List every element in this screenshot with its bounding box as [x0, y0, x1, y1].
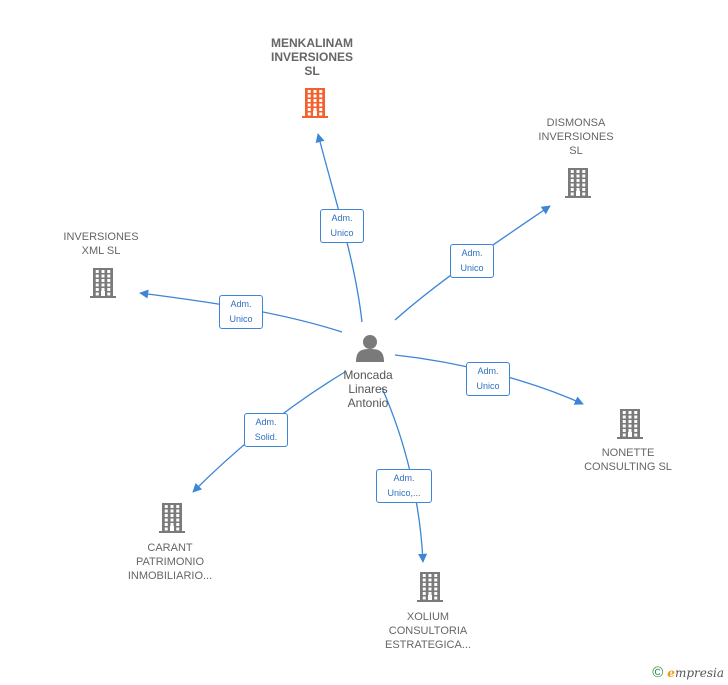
building-icon[interactable]: [565, 168, 591, 198]
edge-label-line: Unico: [476, 381, 500, 391]
edge-label-line: Adm.: [230, 299, 252, 309]
edge-label-line: Unico,...: [387, 488, 421, 498]
building-icon[interactable]: [617, 409, 643, 439]
copyright-icon: ©: [652, 664, 664, 681]
edges-layer: [139, 133, 584, 563]
edge-label-line: Adm.: [393, 473, 415, 483]
company-name-carant[interactable]: CARANT PATRIMONIO INMOBILIARIO...: [128, 541, 212, 583]
brand-logo[interactable]: empresia: [667, 665, 724, 680]
building-icon[interactable]: [90, 268, 116, 298]
company-name-xolium-line: ESTRATEGICA...: [385, 639, 471, 651]
edge-label-menkalinam[interactable]: Adm. Unico: [320, 209, 364, 243]
edge-label-line: Unico: [460, 263, 484, 273]
company-name-inversiones-xml-line: INVERSIONES: [63, 231, 139, 243]
edge-label-line: Adm.: [331, 213, 353, 223]
edge-label-carant[interactable]: Adm. Solid.: [244, 413, 288, 447]
company-name-carant-line: CARANT: [147, 542, 193, 554]
company-name-inversiones-xml-line: XML SL: [81, 245, 121, 257]
edge-label-line: Solid.: [254, 432, 278, 442]
company-name-nonette-line: CONSULTING SL: [584, 461, 672, 473]
company-name-menkalinam-line: INVERSIONES: [270, 50, 354, 64]
company-name-menkalinam-line: MENKALINAM: [271, 36, 353, 50]
company-name-nonette-line: NONETTE: [601, 447, 655, 459]
person-name-line: Moncada: [343, 368, 393, 382]
edge-label-nonette[interactable]: Adm. Unico: [466, 362, 510, 396]
company-name-menkalinam-line: SL: [304, 64, 320, 78]
edge-label-line: Unico: [330, 228, 354, 238]
company-name-dismonsa[interactable]: DISMONSA INVERSIONES SL: [538, 116, 613, 158]
edge-label-line: Unico: [229, 314, 253, 324]
person-name-line: Antonio: [347, 396, 389, 410]
footer-credit: © empresia: [652, 664, 724, 681]
building-icon[interactable]: [159, 503, 185, 533]
company-name-dismonsa-line: SL: [569, 145, 583, 157]
company-name-xolium-line: CONSULTORIA: [388, 625, 468, 637]
building-icon[interactable]: [417, 572, 443, 602]
edge-label-xolium[interactable]: Adm. Unico,...: [376, 469, 432, 503]
company-name-dismonsa-line: INVERSIONES: [538, 131, 614, 143]
company-name-inversiones-xml[interactable]: INVERSIONES XML SL: [63, 230, 138, 258]
company-name-xolium-line: XOLIUM: [406, 611, 450, 623]
person-icon[interactable]: [356, 335, 384, 362]
person-name-line: Linares: [348, 382, 388, 396]
company-name-nonette[interactable]: NONETTE CONSULTING SL: [584, 446, 672, 474]
company-name-carant-line: PATRIMONIO: [135, 556, 205, 568]
company-name-dismonsa-line: DISMONSA: [546, 117, 606, 129]
company-name-carant-line: INMOBILIARIO...: [127, 570, 213, 582]
edge-label-line: Adm.: [461, 248, 483, 258]
building-icon[interactable]: [302, 88, 328, 118]
edge-label-inversiones-xml[interactable]: Adm. Unico: [219, 295, 263, 329]
edge-label-line: Adm.: [255, 417, 277, 427]
edge-label-dismonsa[interactable]: Adm. Unico: [450, 244, 494, 278]
company-name-xolium[interactable]: XOLIUM CONSULTORIA ESTRATEGICA...: [385, 610, 471, 652]
edge-label-line: Adm.: [477, 366, 499, 376]
icons-layer: [90, 88, 643, 602]
